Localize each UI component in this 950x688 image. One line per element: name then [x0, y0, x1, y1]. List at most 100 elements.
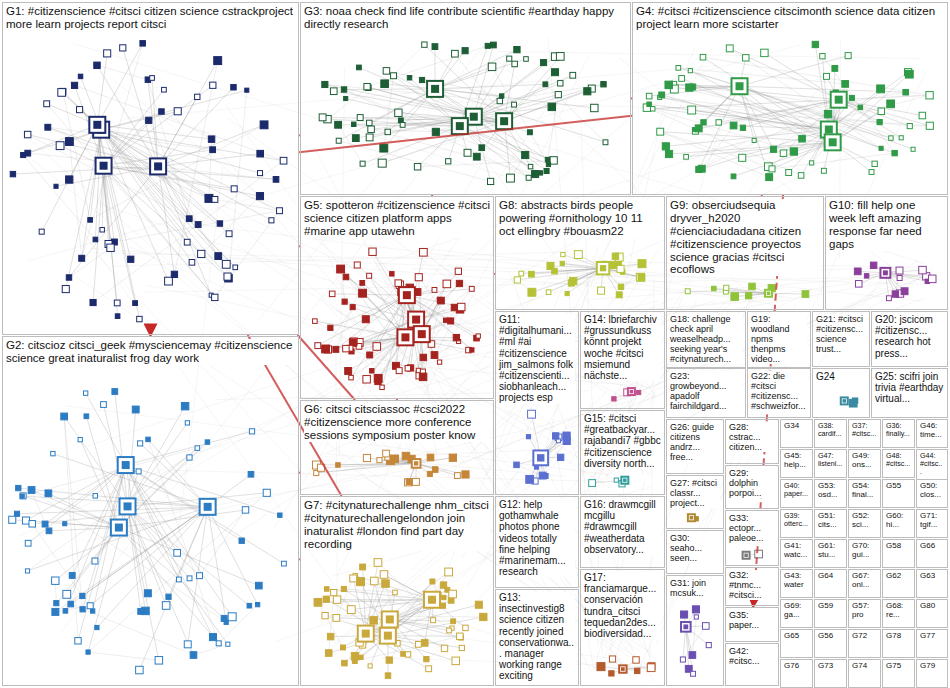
vertex-icon [906, 70, 914, 78]
tie-line [702, 126, 734, 169]
vertex-icon [514, 46, 520, 52]
vertex-icon [315, 343, 321, 349]
cross-tie [134, 135, 515, 462]
vertex-icon [256, 603, 260, 607]
group-box: G10: fill help one week left amazing res… [825, 196, 948, 310]
tie-line [158, 166, 211, 295]
vertex-icon [357, 578, 365, 586]
vertex-icon [926, 92, 933, 99]
tie-line [193, 644, 227, 655]
vertex-icon [851, 400, 856, 405]
vertex-icon [87, 603, 93, 609]
cross-tie [337, 55, 589, 576]
vertex-icon [872, 161, 877, 166]
hub-icon [843, 399, 847, 403]
tie-line [104, 166, 260, 196]
vertex-icon [618, 284, 623, 289]
vertex-icon [544, 168, 549, 173]
vertex-icon [14, 511, 19, 516]
group-box: G37: #citsc... [848, 419, 881, 448]
tie-line [346, 277, 416, 320]
vertex-icon [20, 494, 24, 498]
vertex-icon [187, 576, 192, 581]
tie-line [158, 166, 174, 274]
vertex-icon [335, 121, 342, 128]
cross-tie [125, 65, 717, 118]
vertex-icon [849, 399, 857, 407]
group-label: G38: cardif... [818, 422, 843, 438]
vertex-icon [391, 73, 397, 79]
group-box: G68: re... [882, 599, 915, 628]
vertex-icon [184, 239, 190, 245]
vertex-icon [432, 44, 438, 50]
group-label: G45: help... [784, 452, 809, 470]
vertex-icon [686, 84, 693, 91]
vertex-icon [679, 76, 685, 82]
vertex-icon [138, 609, 144, 615]
vertex-icon [58, 89, 66, 97]
cross-tie [98, 256, 306, 477]
tie-line [378, 320, 416, 379]
tie-line [158, 154, 260, 167]
vertex-icon [451, 619, 456, 624]
hub-icon [397, 329, 413, 345]
vertex-icon [731, 174, 736, 179]
vertex-icon [821, 168, 826, 173]
hub-icon [382, 611, 398, 627]
vertex-icon [458, 303, 465, 310]
tie-line [354, 124, 535, 174]
vertex-icon [506, 174, 514, 182]
group-label: G76 [784, 662, 799, 671]
hub-icon [732, 78, 748, 94]
vertex-icon [437, 360, 441, 364]
group-box: G70: gui... [848, 539, 881, 568]
vertex-icon [911, 147, 915, 151]
vertex-icon [892, 150, 897, 155]
vertex-icon [45, 490, 52, 497]
vertex-icon [136, 666, 143, 673]
group-label: G58 [886, 542, 901, 551]
vertex-icon [488, 63, 496, 71]
tie-line [341, 269, 406, 337]
vertex-icon [350, 575, 357, 582]
tie-line [678, 68, 845, 84]
vertex-icon [555, 92, 561, 98]
group-label: G11: #digitalhumani... #ml #ai #citizens… [499, 314, 575, 404]
tie-line [63, 91, 235, 267]
vertex-icon [359, 289, 367, 297]
hub-icon [628, 388, 635, 395]
vertex-icon [512, 61, 518, 67]
vertex-icon [359, 655, 363, 659]
vertex-icon [369, 248, 376, 255]
vertex-icon [195, 94, 200, 99]
group-box: G30: seaho... seen... [666, 530, 724, 574]
tie-line [407, 289, 472, 295]
vertex-icon [65, 138, 73, 146]
vertex-icon [256, 193, 263, 200]
vertex-icon [101, 402, 107, 408]
group-box: G67: onl... [848, 569, 881, 598]
vertex-icon [432, 128, 439, 135]
tie-line [532, 268, 603, 292]
vertex-icon [54, 184, 58, 188]
vertex-icon [743, 55, 749, 61]
group-label: G4: #citsci #citizenscience citscimonth … [636, 5, 944, 31]
cross-tie [569, 67, 832, 464]
vertex-icon [730, 122, 737, 129]
group-box: G77 [916, 629, 948, 658]
vertex-icon [560, 261, 564, 265]
vertex-icon [385, 129, 390, 134]
tie-line [839, 100, 930, 126]
vertex-icon [396, 368, 402, 374]
tie-line [23, 125, 97, 155]
tie-line [97, 125, 117, 303]
hub-icon [825, 126, 833, 134]
group-label: G50: clos... [920, 482, 944, 500]
group-label: G57: pro [852, 602, 877, 620]
vertex-icon [603, 140, 608, 145]
tie-line [346, 349, 411, 368]
vertex-icon [691, 671, 696, 676]
vertex-icon [107, 244, 114, 251]
vertex-icon [766, 174, 773, 181]
vertex-icon [919, 266, 926, 273]
